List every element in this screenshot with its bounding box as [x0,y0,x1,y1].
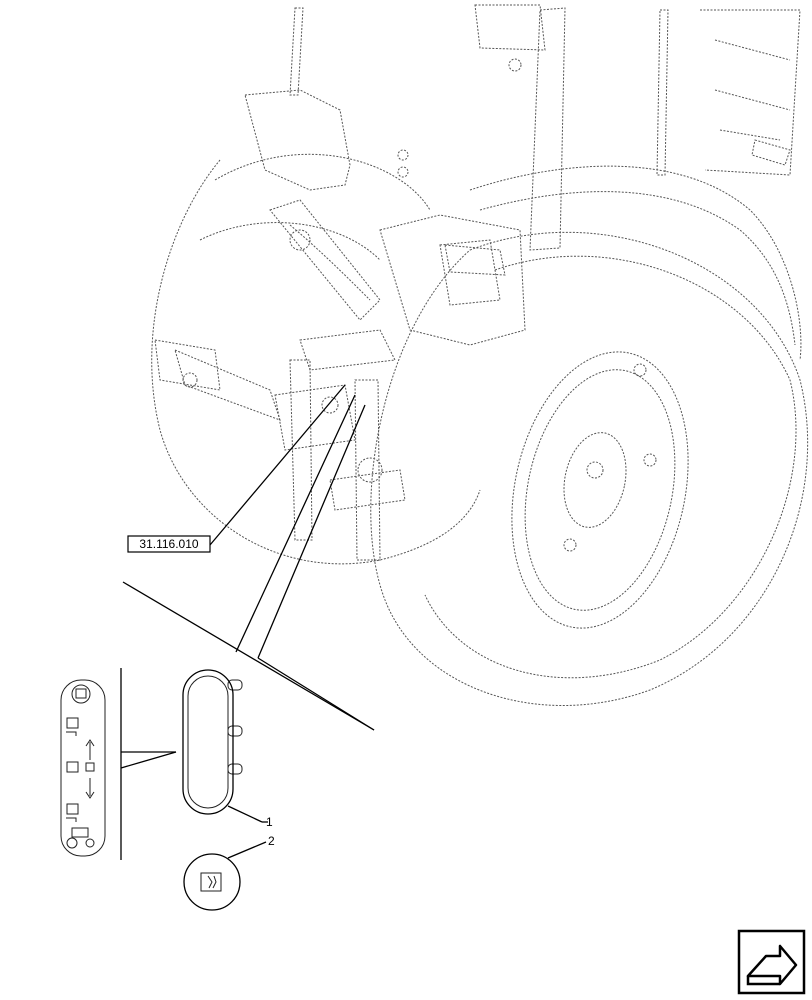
arrow-up-icon [85,739,95,760]
part-1-panel [182,669,243,815]
hitch-raise-icon [71,684,91,704]
leader-lines [120,384,375,860]
callout-2-leader [227,841,267,859]
decal-strip [60,679,106,857]
part-2-button [183,853,241,911]
reference-label-text: 31.116.010 [139,537,198,551]
next-page-arrow-icon[interactable] [737,929,806,995]
callout-1-leader [227,805,263,823]
reference-label[interactable]: 31.116.010 [127,535,211,553]
callout-1-number: 1 [266,815,273,829]
hitch-lower-icon [66,803,79,822]
hitch-symbol-icon [200,872,222,892]
hitch-neutral-icon [66,761,95,773]
callout-2-number: 2 [268,834,275,848]
hitch-position-icon [66,717,79,736]
tractor-rear-illustration [151,4,809,707]
arrow-down-icon [85,778,95,799]
tractor-icon [66,827,95,849]
